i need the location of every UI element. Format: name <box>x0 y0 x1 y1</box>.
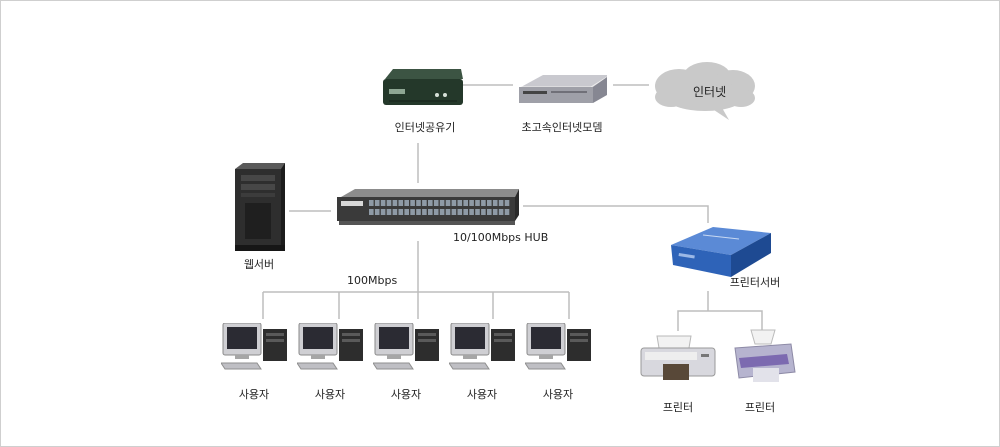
server-label: 웹서버 <box>243 258 275 271</box>
router-icon <box>381 65 465 113</box>
user-label-5: 사용자 <box>542 388 574 401</box>
computer-icon <box>296 322 369 375</box>
hub-label: 10/100Mbps HUB <box>453 231 549 244</box>
router-label: 인터넷공유기 <box>394 121 456 134</box>
printer-icon <box>639 334 719 388</box>
switch-hub-icon <box>335 187 521 235</box>
speed-label: 100Mbps <box>347 274 398 287</box>
computer-icon <box>448 322 521 375</box>
computer-icon <box>220 322 293 375</box>
print-server-label: 프린터서버 <box>729 276 781 289</box>
modem-label: 초고속인터넷모뎀 <box>521 121 603 134</box>
computer-icon <box>372 322 445 375</box>
computer-icon <box>524 322 597 375</box>
user-label-4: 사용자 <box>466 388 498 401</box>
print-server-icon <box>669 223 773 289</box>
modem-icon <box>515 71 613 115</box>
printer-label-2: 프린터 <box>744 401 776 414</box>
cloud-icon <box>649 58 761 126</box>
user-label-3: 사용자 <box>390 388 422 401</box>
internet-label: 인터넷 <box>693 85 727 99</box>
user-label-2: 사용자 <box>314 388 346 401</box>
printer-label-1: 프린터 <box>662 401 694 414</box>
printer-icon <box>731 328 799 390</box>
user-label-1: 사용자 <box>238 388 270 401</box>
server-tower-icon <box>231 161 287 257</box>
